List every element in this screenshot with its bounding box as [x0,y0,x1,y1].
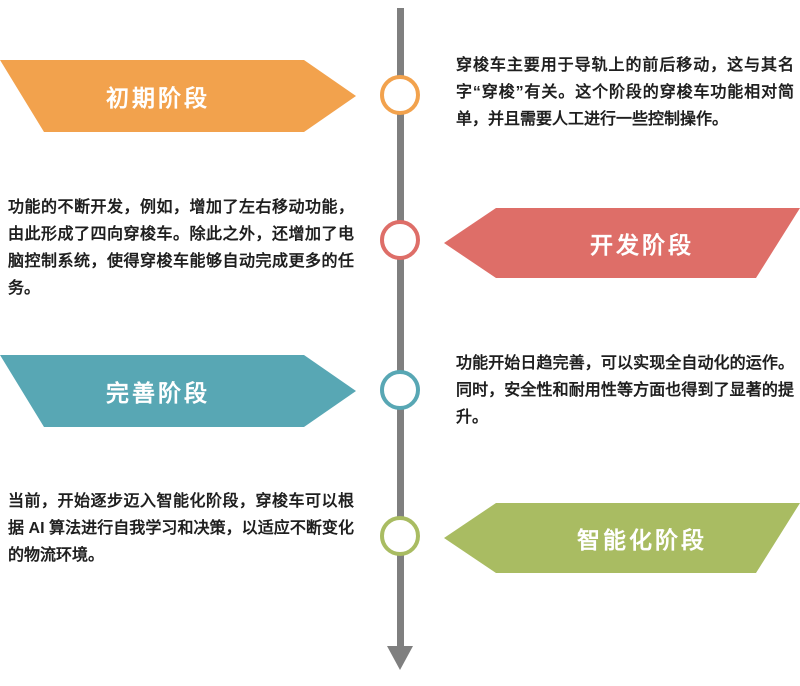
stage-description-development: 功能的不断开发，例如，增加了左右移动功能，由此形成了四向穿梭车。除此之外，还增加… [8,199,354,297]
stage-label-development: 开发阶段 [590,232,694,258]
stage-description-improvement: 功能开始日趋完善，可以实现全自动化的运作。同时，安全性和耐用性等方面也得到了显著… [456,355,794,426]
timeline-node-improvement [380,370,420,410]
stage-banner-improvement: 完善阶段 [0,355,356,427]
stage-banner-development: 开发阶段 [444,208,800,278]
stage-description-intelligent: 当前，开始逐步迈入智能化阶段，穿梭车可以根据 AI 算法进行自我学习和决策，以适… [8,493,354,564]
timeline-node-initial [380,75,420,115]
stage-description-initial: 穿梭车主要用于导轨上的前后移动，这与其名字“穿梭”有关。这个阶段的穿梭车功能相对… [456,57,794,128]
stage-label-intelligent: 智能化阶段 [577,527,707,553]
timeline-line [397,8,404,648]
stage-label-initial: 初期阶段 [106,85,210,111]
stage-banner-intelligent: 智能化阶段 [444,503,800,573]
timeline-node-intelligent [380,516,420,556]
timeline-arrowhead-icon [387,646,413,670]
stage-banner-initial: 初期阶段 [0,60,356,132]
stage-label-improvement: 完善阶段 [106,380,210,406]
timeline-node-development [380,220,420,260]
